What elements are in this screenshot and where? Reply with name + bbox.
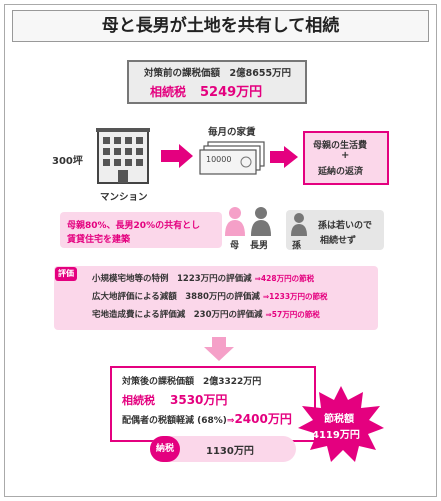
mother-use-line2: 延納の返済 — [318, 167, 364, 177]
after-spouse-arrow: ⇒ — [226, 416, 235, 426]
after-spouse-value: 2400万円 — [234, 412, 292, 426]
person-mother: 母 — [230, 241, 240, 251]
saving-value: 4119万円 — [312, 430, 360, 441]
mother-use-box — [303, 131, 389, 185]
frame — [4, 4, 437, 497]
share-text1: 母親80%、長男20%の共有とし — [67, 221, 201, 231]
saving-burst-icon — [298, 386, 384, 462]
share-text2: 賃貸住宅を建築 — [67, 235, 131, 245]
eval-box — [54, 266, 378, 330]
arrow-down-icon — [204, 337, 234, 361]
after-spouse-row: 配偶者の税額軽減 (68%)⇒2400万円 — [122, 410, 292, 427]
after-line1: 対策後の課税価額 2億3322万円 — [122, 377, 262, 387]
grand-text1: 孫は若いので — [318, 221, 373, 231]
eval-row-3-main: 宅地造成費による評価減 230万円の評価減 — [92, 310, 263, 320]
son-person-icon — [251, 207, 271, 236]
page-title: 母と長男が土地を共有して相続 — [12, 10, 429, 42]
rent-label: 毎月の家賃 — [208, 127, 256, 138]
saving-label: 節税額 — [324, 414, 354, 425]
before-tax-value: 5249万円 — [200, 85, 263, 100]
after-tax-value: 3530万円 — [170, 393, 228, 407]
after-spouse: 配偶者の税額軽減 (68%) — [122, 416, 227, 426]
share-box — [60, 212, 222, 248]
before-tax-label: 相続税 — [150, 85, 187, 99]
banknotes-icon — [199, 141, 265, 175]
eval-row-3-sub: ⇒57万円の節税 — [265, 310, 320, 319]
grandchild-person-icon — [291, 213, 307, 236]
eval-row-2: 広大地評価による減額 3880万円の評価減 ⇒1233万円の節税 — [92, 290, 328, 302]
after-box — [110, 366, 316, 442]
before-line1: 対策前の課税価額 2億8655万円 — [144, 68, 292, 79]
person-grandchild: 孫 — [292, 241, 302, 251]
rent-note: 10000 — [206, 155, 232, 164]
eval-row-1-main: 小規模宅地等の特例 1223万円の評価減 — [92, 274, 252, 284]
eval-badge: 評価 — [55, 267, 77, 281]
payment-badge: 納税 — [150, 436, 180, 462]
payment-value: 1130万円 — [206, 446, 254, 457]
eval-row-3: 宅地造成費による評価減 230万円の評価減 ⇒57万円の節税 — [92, 308, 320, 320]
building-label: マンション — [100, 192, 148, 203]
mother-person-icon — [225, 207, 245, 236]
eval-row-1-sub: ⇒428万円の節税 — [254, 274, 315, 283]
before-box — [127, 60, 307, 104]
arrow-right-icon-2 — [270, 146, 298, 168]
eval-row-2-main: 広大地評価による減額 3880万円の評価減 — [92, 292, 260, 302]
grand-text2: 相続せず — [320, 236, 357, 246]
person-son: 長男 — [250, 241, 269, 251]
mother-use-line1: 母親の生活費 — [313, 141, 368, 151]
arrow-right-icon — [161, 144, 193, 168]
eval-row-1: 小規模宅地等の特例 1223万円の評価減 ⇒428万円の節税 — [92, 272, 314, 284]
building-icon — [96, 128, 150, 184]
area-label: 300坪 — [52, 156, 83, 167]
after-tax-label: 相続税 — [122, 394, 155, 407]
eval-row-2-sub: ⇒1233万円の節税 — [262, 292, 328, 301]
mother-use-plus: + — [341, 150, 350, 161]
